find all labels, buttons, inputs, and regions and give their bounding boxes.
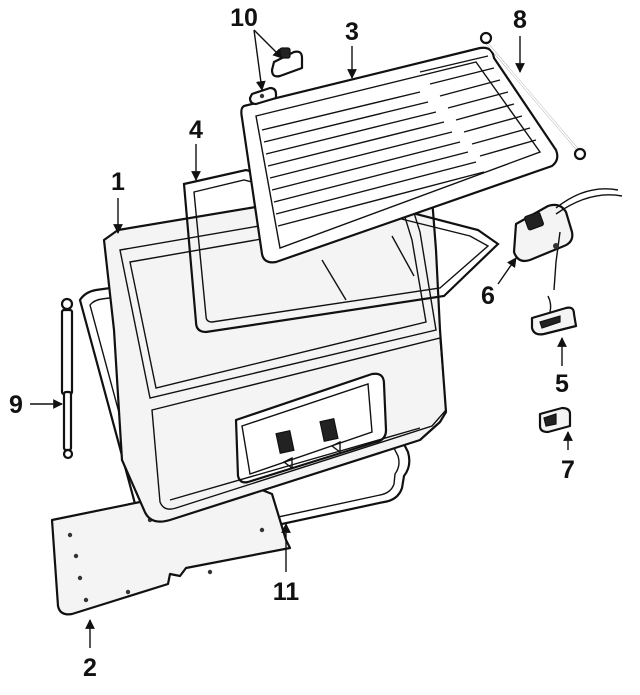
callout-2: 2 [83, 654, 97, 682]
callout-1: 1 [111, 168, 125, 196]
part-latch [530, 295, 578, 336]
leader-lines [30, 29, 573, 648]
callout-7: 7 [561, 456, 575, 484]
callout-8: 8 [513, 6, 527, 34]
part-liftgate-strut [60, 297, 74, 460]
defroster-grid-lines [261, 55, 537, 227]
part-trim-panel [50, 488, 292, 616]
part-glass-weatherstrip [182, 168, 500, 334]
callout-4: 4 [189, 116, 203, 144]
callout-labels: 1 2 3 4 5 6 7 8 9 10 11 [9, 4, 575, 682]
part-liftgate [102, 178, 448, 523]
callout-5: 5 [555, 370, 569, 398]
part-lock-actuator [512, 188, 623, 291]
callout-9: 9 [9, 391, 23, 419]
part-rear-glass [240, 46, 559, 264]
callout-10: 10 [230, 4, 258, 32]
part-striker [538, 406, 572, 434]
callout-6: 6 [481, 282, 495, 310]
callout-11: 11 [273, 578, 300, 606]
callout-3: 3 [345, 18, 359, 46]
part-glass-strut [479, 31, 587, 161]
